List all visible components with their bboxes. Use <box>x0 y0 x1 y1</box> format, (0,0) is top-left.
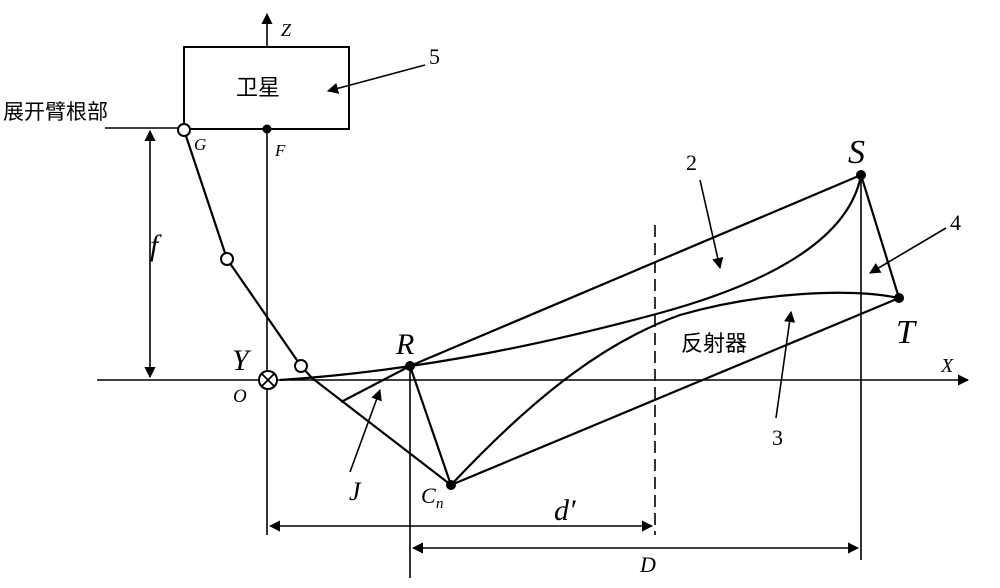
reflector-label: 反射器 <box>681 332 747 357</box>
callout-arrow-3 <box>775 310 796 419</box>
d-prime-label: d′ <box>554 494 576 527</box>
callout-arrow-j <box>349 388 382 473</box>
number-4-label: 4 <box>950 210 961 235</box>
arm-joint-lower <box>294 359 308 373</box>
c-subscript: n <box>436 496 444 512</box>
c-label: C <box>421 483 436 508</box>
arm-joint-g <box>177 123 191 137</box>
f-label: f <box>150 229 162 262</box>
z-label: Z <box>281 20 292 40</box>
deployment-arm <box>182 129 313 379</box>
point-r <box>405 361 415 371</box>
point-f <box>262 124 272 134</box>
x-label: X <box>940 355 954 377</box>
y-label: Y <box>232 344 252 377</box>
rs-line <box>409 173 862 368</box>
s-label: S <box>848 134 865 171</box>
j-label: J <box>349 477 362 506</box>
point-t <box>894 293 904 303</box>
satellite-label: 卫星 <box>236 76 280 101</box>
callout-arrow-4 <box>869 227 947 274</box>
g-label: G <box>194 135 206 154</box>
t-label: T <box>896 314 917 351</box>
arm-joint-middle <box>220 252 234 266</box>
oc-line <box>311 377 452 486</box>
st-line <box>859 174 901 299</box>
callout-arrow-5 <box>326 64 426 94</box>
r-label: R <box>395 328 414 361</box>
j-line <box>340 365 411 403</box>
number-5-label: 5 <box>429 44 440 69</box>
number-3-label: 3 <box>772 425 783 450</box>
curve-3 <box>450 291 900 486</box>
rc-line <box>408 365 453 486</box>
D-label: D <box>639 552 656 577</box>
ct-line <box>450 296 900 487</box>
root-label: 展开臂根部 <box>3 100 108 124</box>
f-point-label: F <box>274 141 286 160</box>
point-s <box>856 170 866 180</box>
number-2-label: 2 <box>686 150 697 175</box>
o-label: O <box>233 386 247 407</box>
point-c <box>446 480 456 490</box>
callout-arrow-2 <box>699 179 724 270</box>
origin-symbol <box>258 370 278 390</box>
